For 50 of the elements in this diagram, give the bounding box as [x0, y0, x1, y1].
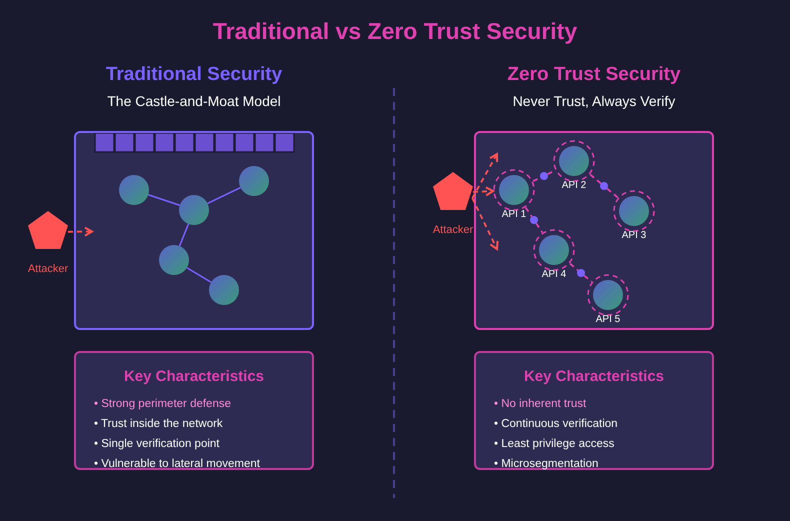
- connector-line: [569, 262, 579, 272]
- service-label: API 3: [622, 230, 646, 241]
- card-heading: Key Characteristics: [124, 368, 264, 385]
- attacker-label: Attacker: [432, 224, 474, 236]
- bullet-item: • Strong perimeter defense: [94, 398, 231, 410]
- network-node-circle: [119, 175, 149, 205]
- checkpoint-dot: [530, 216, 538, 224]
- network-node-circle: [239, 166, 269, 196]
- bullet-item: • Single verification point: [94, 438, 220, 450]
- bullet-item: • Least privilege access: [494, 438, 614, 450]
- bullet-item: • Continuous verification: [494, 418, 618, 430]
- bullet-item: • Microsegmentation: [494, 458, 598, 470]
- subtitle: The Castle-and-Moat Model: [107, 93, 281, 109]
- network-node-circle: [179, 195, 209, 225]
- checkpoint-dot: [600, 182, 608, 190]
- connector-line: [535, 222, 544, 234]
- connector-line: [532, 176, 541, 182]
- section-heading: Traditional Security: [106, 64, 282, 85]
- subtitle: Never Trust, Always Verify: [512, 93, 676, 109]
- bullet-item: • Trust inside the network: [94, 418, 223, 430]
- service-label: API 5: [596, 314, 620, 325]
- service-label: API 2: [562, 180, 586, 191]
- connector-line: [148, 194, 180, 206]
- castle-network-panel: [74, 131, 314, 330]
- characteristics-card: [474, 351, 714, 470]
- title: Traditional vs Zero Trust Security: [212, 18, 578, 44]
- connector-line: [178, 224, 190, 246]
- service-label: API 1: [502, 209, 526, 220]
- connector-line: [524, 206, 533, 218]
- connector-line: [207, 186, 241, 204]
- connector-line: [584, 274, 592, 282]
- bullet-item: • Vulnerable to lateral movement: [94, 458, 260, 470]
- connector-line: [606, 188, 618, 198]
- checkpoint-dot: [540, 172, 548, 180]
- dashed-arrow: [472, 198, 499, 250]
- dashed-arrow: [472, 186, 494, 196]
- network-node-circle: [209, 275, 239, 305]
- characteristics-card: [74, 351, 314, 470]
- connector-line: [186, 267, 212, 283]
- dashed-arrow: [68, 226, 93, 237]
- dashed-arrow: [472, 153, 498, 199]
- bullet-item: • No inherent trust: [494, 398, 586, 410]
- card-heading: Key Characteristics: [524, 368, 664, 385]
- service-label: API 4: [542, 269, 566, 280]
- zero-trust-network-panel: [474, 131, 714, 330]
- section-heading: Zero Trust Security: [507, 64, 681, 85]
- attacker-label: Attacker: [28, 263, 68, 275]
- network-node-circle: [159, 245, 189, 275]
- checkpoint-dot: [577, 269, 585, 277]
- connector-line: [590, 174, 602, 184]
